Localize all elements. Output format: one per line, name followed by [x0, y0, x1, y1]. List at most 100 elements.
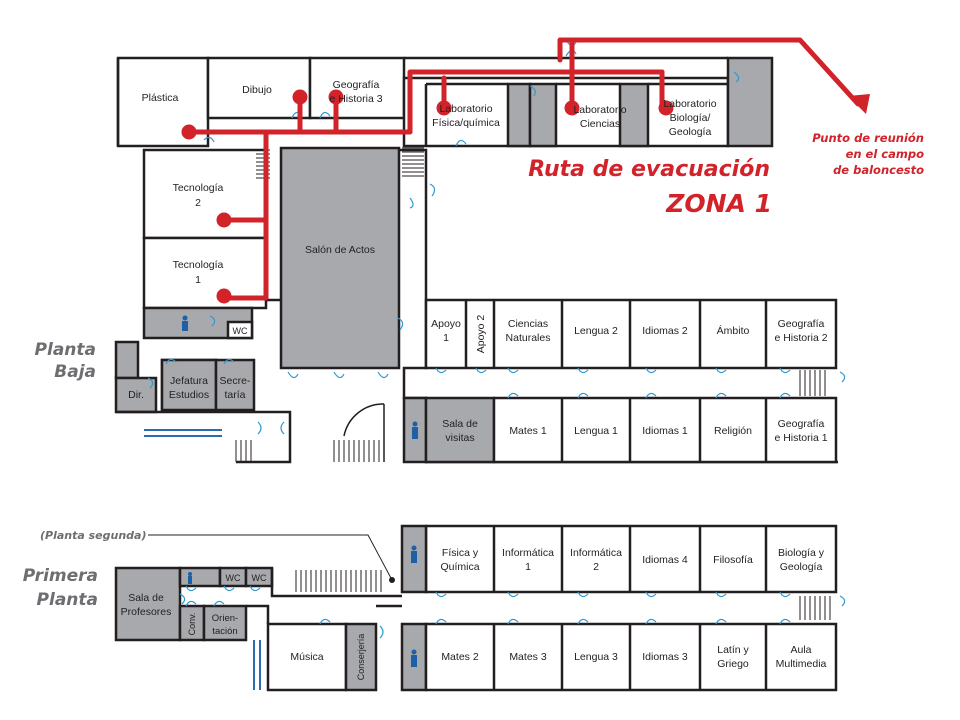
- label-tec2-1: Tecnología: [173, 182, 224, 194]
- label-ccnat-2: Naturales: [506, 332, 551, 344]
- label-jefatura-1: Jefatura: [170, 375, 208, 387]
- label-dir: Dir.: [128, 389, 144, 401]
- label-lengua1: Lengua 1: [574, 425, 618, 437]
- label-orientacion-2: tación: [212, 626, 237, 637]
- second-floor-note: (Planta segunda): [40, 529, 147, 542]
- label-secretaria-1: Secre-: [220, 375, 251, 387]
- floor-label-primera: Primera: [23, 566, 98, 586]
- storage-3: [618, 82, 650, 148]
- label-geo3-2: e Historia 3: [329, 93, 382, 105]
- label-salaprof-2: Profesores: [121, 606, 172, 618]
- label-dibujo: Dibujo: [242, 84, 272, 96]
- label-info1-1: Informática: [502, 547, 554, 559]
- room-musica: [266, 622, 348, 692]
- label-wc2: WC: [252, 573, 267, 583]
- room-orientacion: [202, 604, 248, 642]
- label-conserjeria: Conserjería: [356, 634, 366, 681]
- door-swing-icon: [147, 39, 846, 435]
- route-start-lab-ciencias: [564, 100, 580, 116]
- label-conv: Conv.: [187, 613, 197, 636]
- label-geo2-1: Geografía: [778, 318, 825, 330]
- label-musica: Música: [290, 651, 323, 663]
- route-start-plastica: [181, 124, 197, 140]
- meeting-point-1: Punto de reunión: [812, 131, 924, 145]
- room-sala-profesores: [114, 566, 182, 642]
- label-idiomas4: Idiomas 4: [642, 554, 688, 566]
- label-labci-2: Ciencias: [580, 118, 620, 130]
- label-mates3: Mates 3: [509, 651, 547, 663]
- label-jefatura-2: Estudios: [169, 389, 209, 401]
- label-fyq-1: Física y: [442, 547, 479, 559]
- label-geo3-1: Geografía: [333, 79, 380, 91]
- room-tecnologia-2: [142, 148, 268, 240]
- label-info2-2: 2: [593, 561, 599, 573]
- label-mates2: Mates 2: [441, 651, 479, 663]
- label-labfq-1: Laboratorio: [439, 103, 492, 115]
- storage-first: [178, 566, 222, 588]
- meeting-point-3: de baloncesto: [833, 163, 924, 177]
- route-start-lab-bg: [658, 100, 674, 116]
- label-apoyo1-2: 1: [443, 332, 449, 344]
- label-orientacion-1: Orien-: [212, 613, 238, 624]
- label-plastica: Plástica: [142, 92, 179, 104]
- title-line-1: Ruta de evacuación: [528, 157, 770, 182]
- label-biogeo-2: Geología: [780, 561, 823, 573]
- label-secretaria-2: taría: [224, 389, 245, 401]
- label-geo2-2: e Historia 2: [774, 332, 827, 344]
- room-dibujo: [206, 56, 312, 120]
- label-ccnat-1: Ciencias: [508, 318, 548, 330]
- label-latin-1: Latín y: [717, 644, 749, 656]
- storage-5: [114, 340, 140, 380]
- label-labfq-2: Física/química: [432, 117, 500, 129]
- label-info2-1: Informática: [570, 547, 622, 559]
- label-labbg-1: Laboratorio: [663, 98, 716, 110]
- label-aula-1: Aula: [790, 644, 811, 656]
- route-start-geografia-3: [328, 89, 344, 105]
- label-labbg-3: Geología: [669, 126, 712, 138]
- ground-floor: [114, 39, 846, 464]
- label-salaprof-1: Sala de: [128, 592, 164, 604]
- label-fyq-2: Química: [440, 561, 479, 573]
- label-idiomas3: Idiomas 3: [642, 651, 688, 663]
- label-aula-2: Multimedia: [776, 658, 827, 670]
- label-wc: WC: [233, 326, 248, 336]
- room-wc-ground: [226, 320, 254, 340]
- route-arrow-icon: [848, 94, 870, 114]
- label-idiomas2: Idiomas 2: [642, 325, 688, 337]
- room-secretaria: [214, 358, 256, 412]
- first-floor: [114, 524, 846, 692]
- label-filosofia: Filosofía: [713, 554, 753, 566]
- label-idiomas1: Idiomas 1: [642, 425, 688, 437]
- room-conv: [178, 604, 206, 642]
- floor-label-baja: Baja: [54, 362, 96, 382]
- label-geo1-2: e Historia 1: [774, 432, 827, 444]
- storage-2: [528, 82, 558, 148]
- label-ambito: Ámbito: [717, 324, 750, 337]
- route-start-tecnologia-2: [216, 212, 232, 228]
- floor-label-planta-2: Planta: [37, 590, 98, 610]
- route-start-lab-fq: [436, 100, 452, 116]
- label-tec2-2: 2: [195, 197, 201, 209]
- label-mates1: Mates 1: [509, 425, 547, 437]
- label-visitas-1: Sala de: [442, 418, 478, 430]
- room-salon-de-actos: [279, 146, 401, 370]
- label-labbg-2: Biología/: [670, 112, 711, 124]
- route-start-dibujo: [292, 89, 308, 105]
- label-salon: Salón de Actos: [305, 244, 375, 256]
- floor-label-planta: Planta: [35, 340, 96, 360]
- storage-1: [506, 82, 532, 148]
- evacuation-route: [181, 37, 870, 304]
- stair-icon: [235, 147, 826, 462]
- label-wc1: WC: [226, 573, 241, 583]
- label-latin-2: Griego: [717, 658, 749, 670]
- label-geo1-1: Geografía: [778, 418, 825, 430]
- label-apoyo2: Apoyo 2: [475, 315, 487, 354]
- label-lengua3: Lengua 3: [574, 651, 618, 663]
- second-floor-pointer: [148, 534, 393, 581]
- person-restroom-icon: [182, 315, 418, 439]
- route-start-tecnologia-1: [216, 288, 232, 304]
- storage-4: [726, 56, 774, 148]
- room-conserjeria: [344, 622, 378, 692]
- label-lengua2: Lengua 2: [574, 325, 618, 337]
- label-apoyo1-1: Apoyo: [431, 318, 461, 330]
